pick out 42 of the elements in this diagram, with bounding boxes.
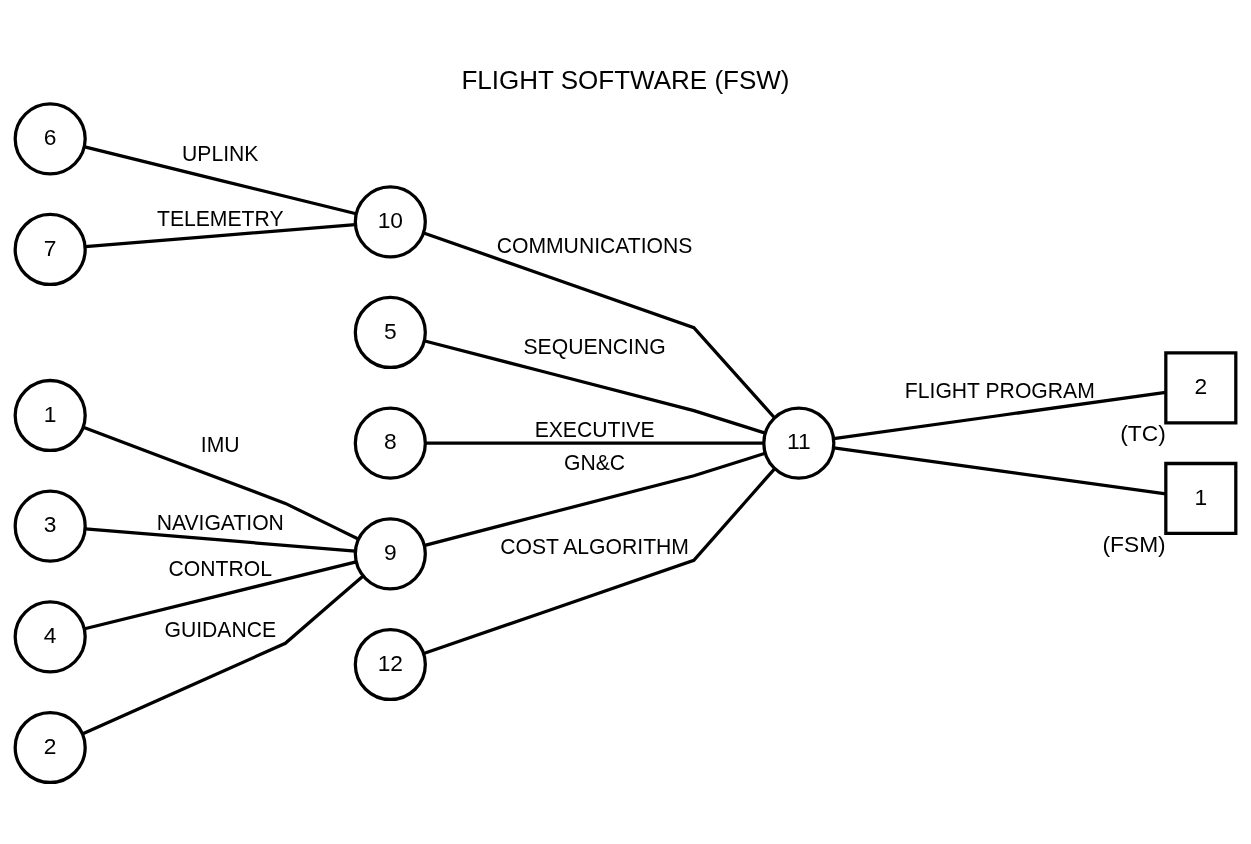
connector xyxy=(423,467,776,656)
node-circle: 6 xyxy=(13,102,87,176)
edge-label: FLIGHT PROGRAM xyxy=(904,379,1095,403)
node-circle: 5 xyxy=(353,295,427,370)
node-circle: 8 xyxy=(353,406,427,480)
edge-label: GN&C xyxy=(564,450,626,474)
connector xyxy=(424,451,766,547)
node-circle: 7 xyxy=(13,212,87,287)
node-box: 1 xyxy=(1164,461,1238,536)
connector xyxy=(82,425,359,541)
connector xyxy=(424,339,766,435)
edge-label: SEQUENCING xyxy=(523,335,666,359)
diagram-title: FLIGHT SOFTWARE (FSW) xyxy=(461,64,790,95)
edge-label: UPLINK xyxy=(182,141,259,165)
connector xyxy=(85,222,356,249)
connector xyxy=(833,446,1166,496)
node-circle: 11 xyxy=(762,406,836,480)
connector xyxy=(84,560,357,631)
node-circle: 1 xyxy=(13,378,87,453)
edge-label: TELEMETRY xyxy=(157,206,284,230)
connector xyxy=(85,527,356,553)
node-circle: 2 xyxy=(13,710,87,785)
node-circle: 10 xyxy=(353,185,427,259)
edge-label: COST ALGORITHM xyxy=(500,535,689,559)
node-circle: 4 xyxy=(13,600,87,674)
edge-label: EXECUTIVE xyxy=(534,418,655,442)
edge-label: COMMUNICATIONS xyxy=(496,234,693,258)
edge-label: NAVIGATION xyxy=(156,511,284,535)
node-circle: 3 xyxy=(13,489,87,563)
node-circle: 12 xyxy=(353,627,427,702)
edge-label: CONTROL xyxy=(168,556,272,580)
node-box: 2 xyxy=(1164,351,1238,425)
connector xyxy=(82,574,365,736)
node-label: (TC) xyxy=(1120,420,1166,447)
node-circle: 9 xyxy=(353,517,427,591)
node-label: (FSM) xyxy=(1102,530,1166,557)
connector xyxy=(84,145,357,216)
connector xyxy=(833,390,1166,441)
connector xyxy=(423,231,776,419)
edge-label: IMU xyxy=(200,432,240,456)
edge-label: GUIDANCE xyxy=(164,618,277,642)
connector xyxy=(425,441,764,445)
